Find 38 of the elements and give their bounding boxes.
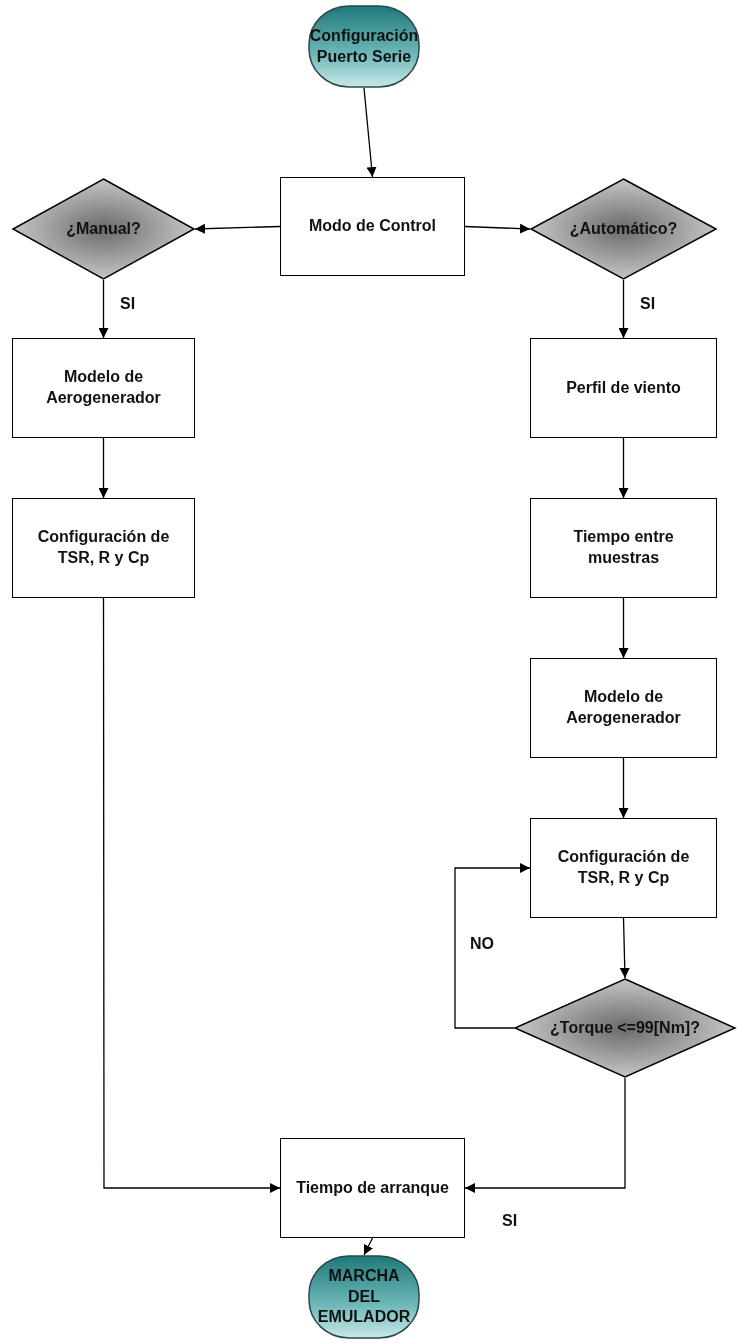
arrow xyxy=(454,863,531,1029)
decision-text: ¿Automático? xyxy=(568,218,679,239)
process-box xyxy=(12,338,195,438)
arrow xyxy=(618,757,629,819)
arrow xyxy=(363,1237,374,1256)
process-box xyxy=(530,658,717,758)
step-text: Configuración Puerto Serie xyxy=(308,25,420,67)
decision-diamond xyxy=(514,978,736,1078)
arrow xyxy=(102,597,281,1193)
process-box xyxy=(530,818,717,918)
process-box xyxy=(530,498,717,598)
decision-diamond xyxy=(530,178,717,280)
step-text: Tiempo de arranque xyxy=(295,1177,450,1198)
step-text: Configuración de TSR, R y Cp xyxy=(36,527,171,568)
decision-diamond xyxy=(12,178,195,280)
arrow xyxy=(98,279,109,339)
arrow xyxy=(98,437,109,499)
arrow xyxy=(363,87,377,178)
process-box xyxy=(280,177,465,276)
step-text: Modelo de Aerogenerador xyxy=(45,367,162,408)
arrow xyxy=(464,1077,626,1193)
arrow xyxy=(194,223,281,234)
arrow xyxy=(464,223,531,234)
step-text: Tiempo entre muestras xyxy=(572,527,675,568)
arrow xyxy=(618,437,629,499)
arrow xyxy=(619,917,630,979)
arrow xyxy=(618,597,629,659)
step-text: Modo de Control xyxy=(307,216,438,237)
decision-text: ¿Manual? xyxy=(65,218,142,239)
process-box xyxy=(280,1138,465,1238)
step-text: Configuración de TSR, R y Cp xyxy=(556,847,691,888)
decision-text: ¿Torque <=99[Nm]? xyxy=(550,1017,700,1038)
arrow xyxy=(618,279,629,339)
process-box xyxy=(530,338,717,438)
process-box xyxy=(12,498,195,598)
step-text: MARCHA DEL EMULADOR xyxy=(316,1265,412,1328)
step-text: Modelo de Aerogenerador xyxy=(565,687,682,728)
step-text: Perfil de viento xyxy=(565,377,682,398)
